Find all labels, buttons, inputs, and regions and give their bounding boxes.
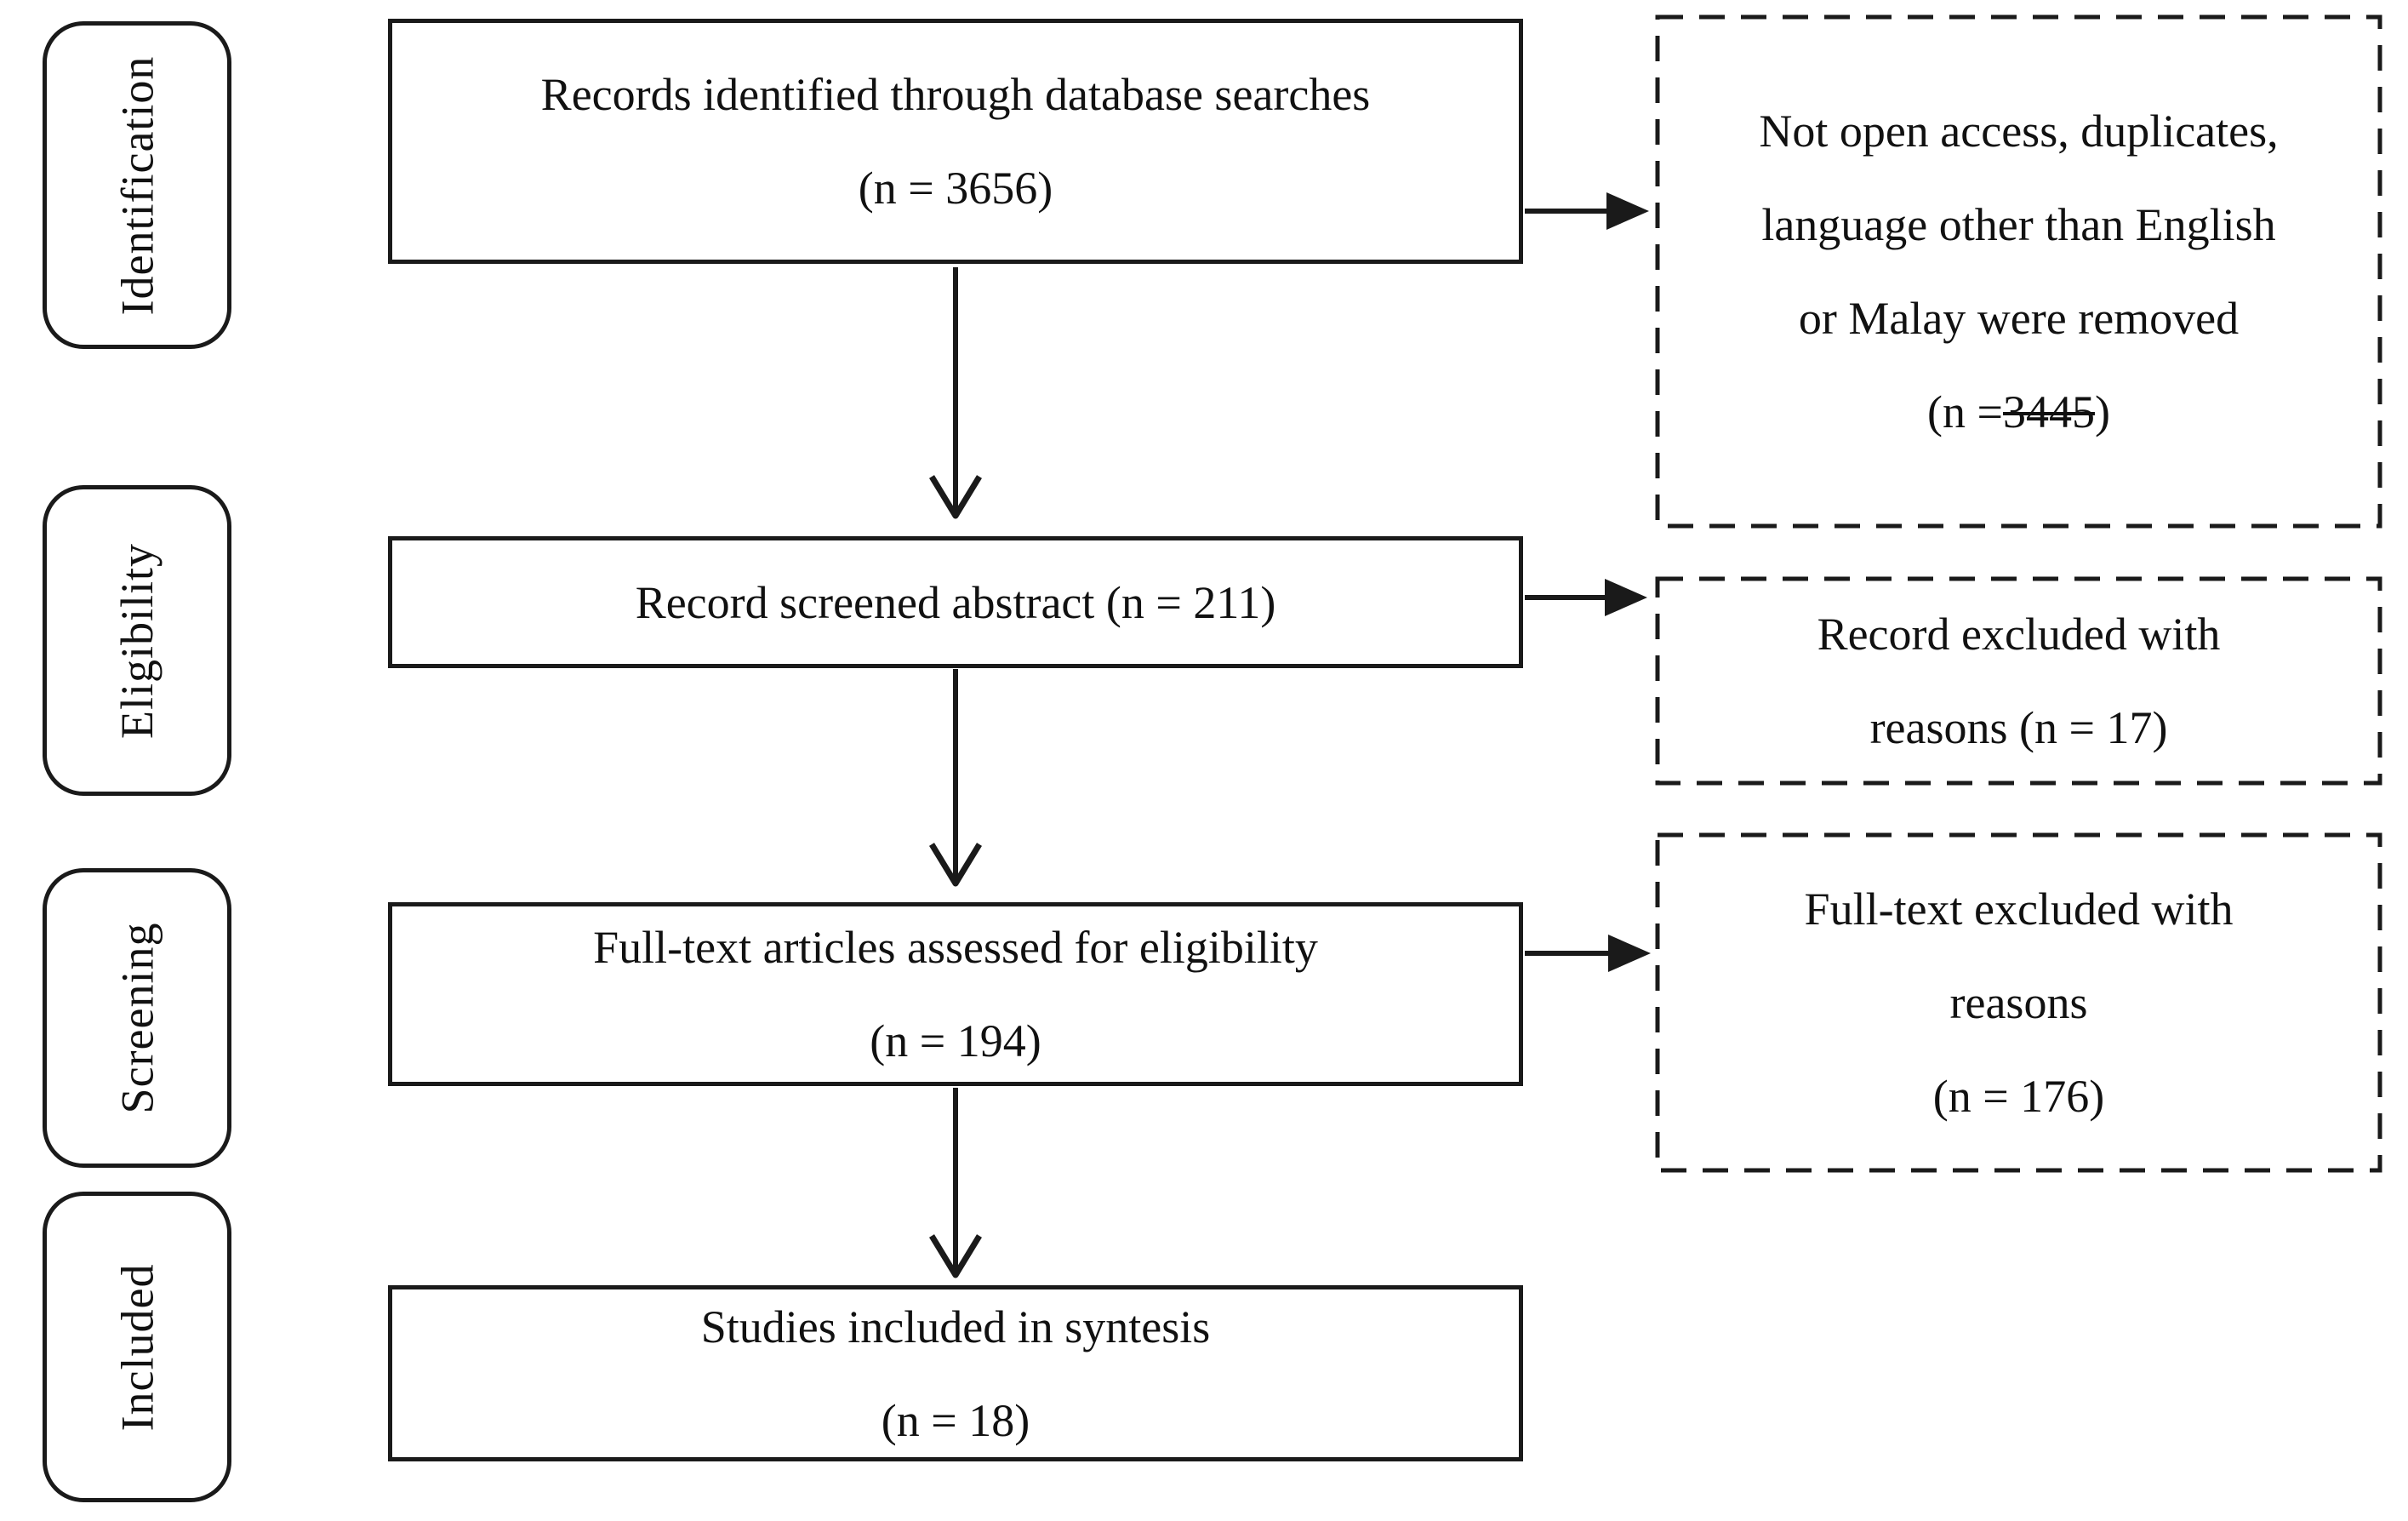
text-line: Full-text excluded with <box>1804 883 2234 935</box>
text-line: (n = 3656) <box>858 163 1053 214</box>
stage-label: Eligibility <box>111 542 163 739</box>
text-line: Record screened abstract (n = 211) <box>635 576 1276 628</box>
text-line: Record excluded with <box>1817 608 2221 660</box>
text-line: (n = 18) <box>881 1394 1030 1446</box>
stage-box-screening: Screening <box>43 868 231 1168</box>
solid-arrowhead <box>1608 935 1651 972</box>
text-line: reasons <box>1949 976 2088 1028</box>
text-line: Not open access, duplicates, <box>1759 106 2279 157</box>
exclusion-box-fulltext-excluded: Full-text excluded with reasons (n = 176… <box>1655 832 2382 1172</box>
text-line: (n = 194) <box>870 1015 1041 1066</box>
solid-arrowhead <box>1606 192 1649 230</box>
flow-box-records-identified: Records identified through database sear… <box>388 19 1523 264</box>
stage-label: Identification <box>111 55 163 315</box>
arrow-screened-to-excluded <box>1525 579 1647 616</box>
exclusion-box-removed-records: Not open access, duplicates, language ot… <box>1655 15 2382 528</box>
stage-box-identification: Identification <box>43 21 231 349</box>
arrow-fulltext-to-included <box>929 1088 982 1278</box>
count-prefix: (n = <box>1927 386 2003 437</box>
chevron-arrowhead <box>929 843 982 887</box>
flow-box-studies-included: Studies included in syntesis (n = 18) <box>388 1285 1523 1461</box>
arrow-screened-to-fulltext <box>929 669 982 887</box>
chevron-arrowhead <box>929 1234 982 1278</box>
text-line: language other than English <box>1761 199 2276 250</box>
stage-label: Included <box>111 1263 163 1431</box>
arrow-fulltext-to-excluded <box>1525 935 1651 972</box>
text-line: Studies included in syntesis <box>700 1301 1211 1352</box>
text-line: Full-text articles assessed for eligibil… <box>593 922 1318 973</box>
text-line: reasons (n = 17) <box>1869 701 2168 753</box>
flow-box-fulltext-assessed: Full-text articles assessed for eligibil… <box>388 902 1523 1086</box>
stage-box-included: Included <box>43 1192 231 1502</box>
flow-box-records-screened: Record screened abstract (n = 211) <box>388 536 1523 668</box>
arrow-identified-to-screened <box>929 267 982 519</box>
count-value-struck: 3445 <box>2002 386 2095 437</box>
text-line: Records identified through database sear… <box>540 69 1371 120</box>
chevron-arrowhead <box>929 475 982 519</box>
stage-label: Screening <box>111 922 163 1114</box>
text-line: (n = 176) <box>1932 1070 2105 1122</box>
count-line: (n =3445) <box>1927 365 2110 459</box>
text-line: or Malay were removed <box>1798 293 2240 344</box>
arrow-identified-to-removed <box>1525 192 1649 230</box>
solid-arrowhead <box>1605 579 1647 616</box>
count-suffix: ) <box>2094 386 2110 437</box>
exclusion-box-records-excluded: Record excluded with reasons (n = 17) <box>1655 576 2382 785</box>
stage-box-eligibility: Eligibility <box>43 485 231 796</box>
